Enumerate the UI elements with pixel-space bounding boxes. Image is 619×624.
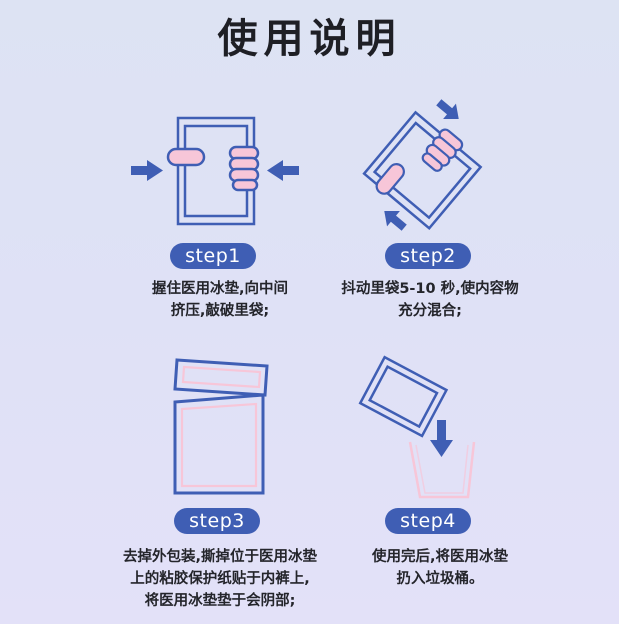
step3-description: 去掉外包装,撕掉位于医用冰垫 上的粘胶保护纸贴于内裤上, 将医用冰垫垫于会阴部;: [90, 546, 350, 612]
dispose-trash-icon: [358, 355, 476, 499]
step2-description: 抖动里袋5-10 秒,使内容物 充分混合;: [320, 278, 540, 322]
step2-badge: step2: [385, 243, 471, 269]
page-title: 使用说明: [217, 16, 402, 62]
squeeze-pack-icon: [131, 116, 299, 226]
step2-line-1: 抖动里袋5-10 秒,使内容物: [341, 281, 519, 297]
step1-badge: step1: [170, 243, 256, 269]
shake-pack-icon: [362, 99, 483, 231]
step4-description: 使用完后,将医用冰垫 扔入垃圾桶。: [340, 546, 540, 590]
step3-line-2: 上的粘胶保护纸贴于内裤上,: [130, 571, 310, 587]
step4-line-1: 使用完后,将医用冰垫: [371, 549, 508, 565]
step2-line-2: 充分混合;: [398, 303, 462, 319]
step3-line-1: 去掉外包装,撕掉位于医用冰垫: [122, 549, 317, 565]
step4-badge: step4: [385, 508, 471, 534]
step3-badge: step3: [174, 508, 260, 534]
open-package-icon: [173, 358, 269, 495]
step3-line-3: 将医用冰垫垫于会阴部;: [144, 593, 296, 609]
step1-line-1: 握住医用冰垫,向中间: [151, 281, 288, 297]
step1-description: 握住医用冰垫,向中间 挤压,敲破里袋;: [115, 278, 325, 322]
step1-line-2: 挤压,敲破里袋;: [170, 303, 270, 319]
step4-line-2: 扔入垃圾桶。: [396, 571, 484, 587]
